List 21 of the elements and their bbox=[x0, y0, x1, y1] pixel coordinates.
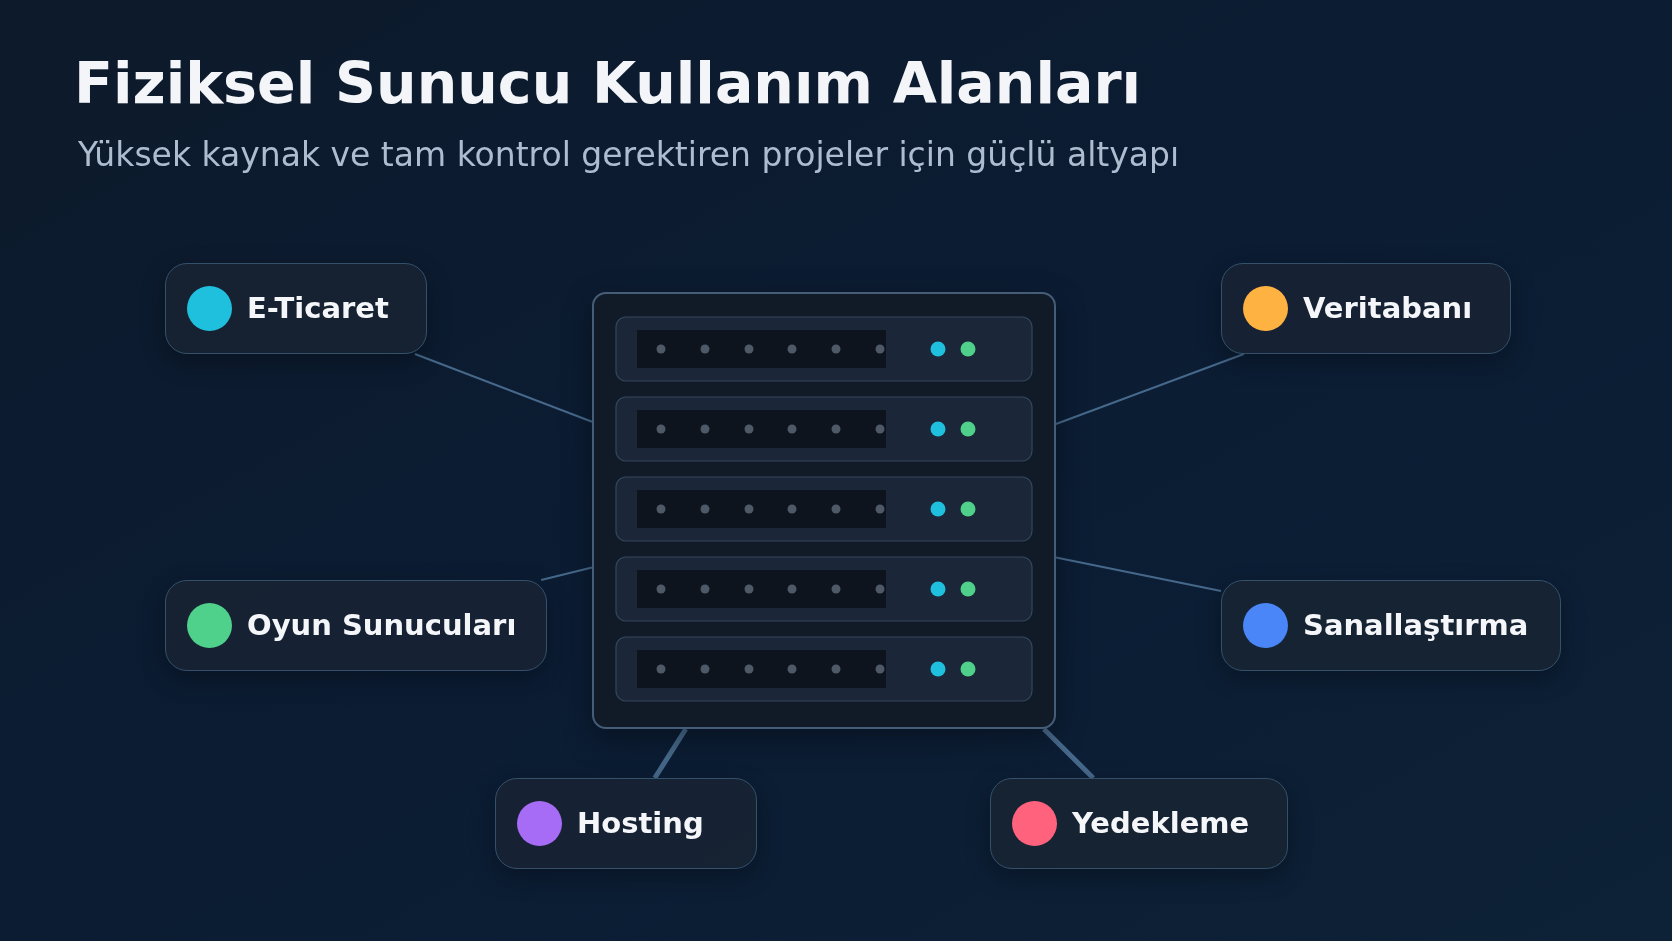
server-rack-illustration bbox=[592, 292, 1056, 729]
category-pill bbox=[1221, 580, 1561, 671]
category-label: E-Ticaret bbox=[247, 290, 389, 327]
title: Fiziksel Sunucu Kullanım Alanları bbox=[74, 49, 1142, 118]
category-label: Hosting bbox=[577, 805, 704, 842]
connector-line bbox=[652, 727, 688, 780]
category-pill bbox=[165, 263, 427, 354]
connector-line bbox=[540, 566, 593, 581]
category-label: Sanallaştırma bbox=[1303, 607, 1529, 644]
category-label: Oyun Sunucuları bbox=[247, 607, 517, 644]
connector-line bbox=[413, 353, 593, 423]
category-label: Yedekleme bbox=[1072, 805, 1250, 842]
connector-line bbox=[1055, 556, 1222, 592]
category-pill bbox=[1221, 263, 1511, 354]
connector-line bbox=[1042, 727, 1095, 780]
category-pill bbox=[165, 580, 547, 671]
category-pill bbox=[495, 778, 757, 869]
connector-line bbox=[1055, 353, 1245, 426]
subtitle: Yüksek kaynak ve tam kontrol gerektiren projeler için güçlü altyapı bbox=[78, 134, 1180, 176]
category-pill bbox=[990, 778, 1288, 869]
category-label: Veritabanı bbox=[1303, 290, 1473, 327]
